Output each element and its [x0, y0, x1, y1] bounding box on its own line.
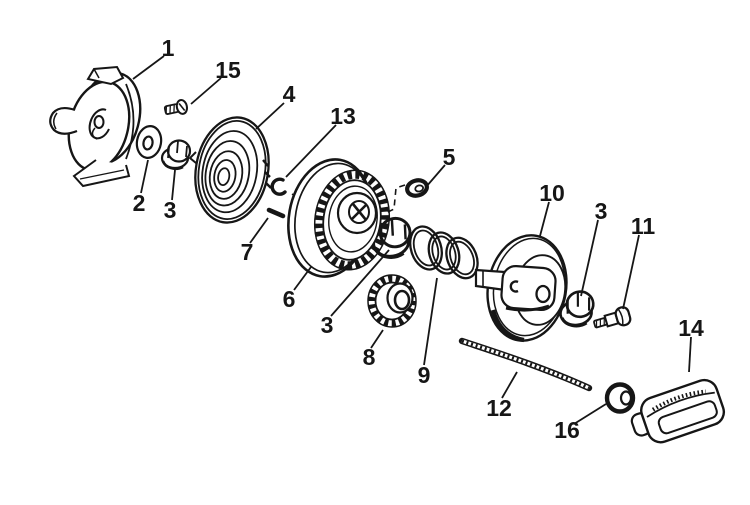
part-pan-head-screw [163, 99, 188, 115]
part-flanged-nut-a [160, 139, 192, 171]
part-flat-washer [135, 125, 163, 159]
part-dowel-pin [266, 207, 286, 219]
spring-hook [188, 151, 197, 164]
callout-7: 7 [241, 239, 254, 265]
callout-12: 12 [486, 395, 512, 421]
part-rope-bushing [604, 382, 636, 414]
callout-14: 14 [678, 315, 704, 341]
part-bevel-gear [367, 274, 417, 328]
callout-3a: 3 [164, 197, 177, 223]
part-rope [458, 337, 593, 392]
part-ring-set [409, 225, 479, 280]
callout-6: 6 [283, 286, 296, 312]
callout-10: 10 [539, 180, 565, 206]
callout-4: 4 [283, 81, 296, 107]
callout-16: 16 [554, 417, 580, 443]
part-small-bushing [405, 178, 429, 198]
part-handle-grip [630, 378, 726, 444]
callout-1: 1 [162, 35, 175, 61]
part-shoulder-screw [593, 306, 632, 329]
part-toothed-pulley [287, 158, 391, 278]
callout-5: 5 [443, 144, 456, 170]
callout-11: 11 [631, 213, 656, 239]
callout-8: 8 [363, 344, 376, 370]
part-spiral-spring [194, 116, 270, 224]
callout-13: 13 [330, 103, 356, 129]
leader-lines [132, 55, 692, 425]
spring-outer-end [262, 159, 272, 189]
callout-2: 2 [133, 190, 146, 216]
part-hub-disc [474, 234, 568, 343]
dashed-reference-line [383, 184, 406, 215]
callout-3c: 3 [595, 198, 608, 224]
callout-15: 15 [215, 57, 241, 83]
callout-9: 9 [418, 362, 431, 388]
part-housing-cup [49, 65, 142, 188]
callout-labels: 1 15 2 3 4 13 7 6 3 5 8 9 10 3 11 14 12 … [133, 35, 704, 443]
callout-3b: 3 [321, 312, 334, 338]
